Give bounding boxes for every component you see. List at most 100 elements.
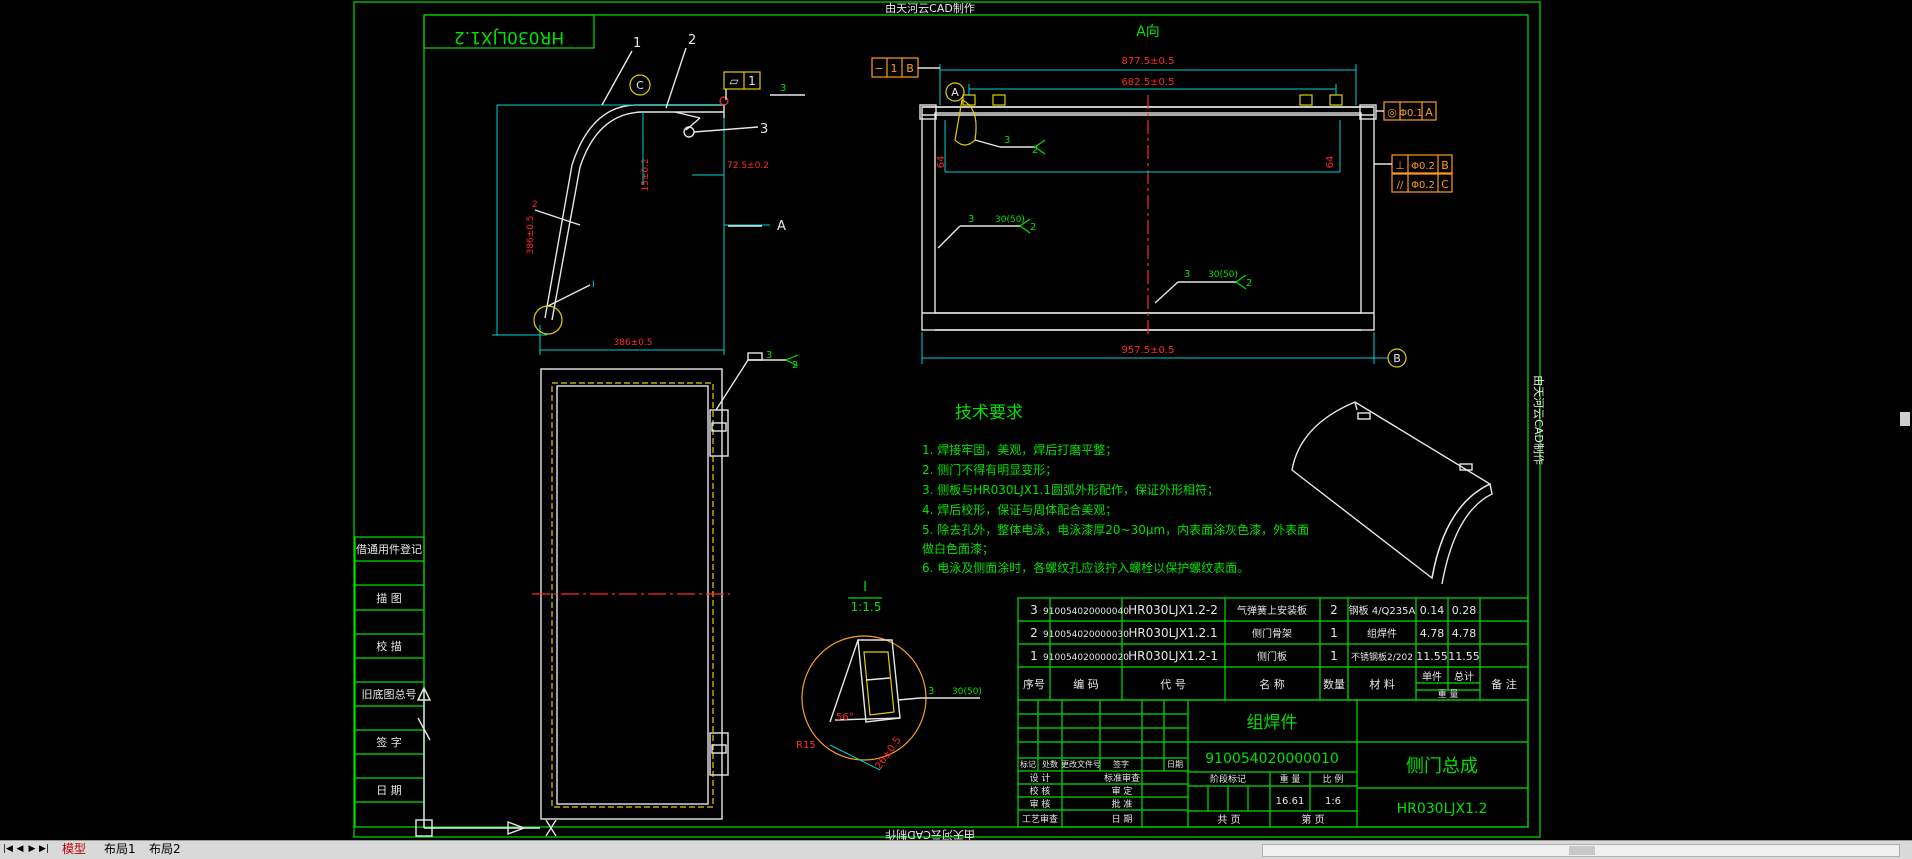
bom-r2-total: 4.78 [1452,627,1477,640]
bom-h-name: 名 称 [1259,677,1285,691]
strip-label-2: 描 图 [376,591,402,605]
rev-date: 日期 [1167,760,1183,769]
bom-r1-qty: 2 [1330,603,1338,617]
tab-first-icon[interactable]: |◀ [3,844,13,854]
bom-r1-unit: 0.14 [1420,604,1445,617]
weld-sym-a2: 3 [968,214,974,225]
bom-r1-code: 910054020000040 [1043,607,1129,617]
title-weight: 16.61 [1276,796,1305,807]
part-balloon-1: 1 [633,36,641,51]
watermark-top: 由天河云CAD制作 [885,1,975,15]
perp-value: Φ0.2 [1411,161,1435,172]
tech-req-item-5: 5. 除去孔外，整体电泳，电泳漆厚20~30μm，内表面涂灰色漆，外表面 [922,522,1309,537]
weld-len-a2: 30(50) [995,215,1025,225]
detail-label: I [863,580,867,595]
bom-r1-total: 0.28 [1452,604,1477,617]
tab-model[interactable]: 模型 [62,842,87,856]
role-approve-a: 审 定 [1112,785,1133,797]
tech-req-item-4: 4. 焊后校形，保证与周体配合美观； [922,502,1117,517]
datum-b-balloon: B [1393,352,1401,365]
title-stage-label: 阶段标记 [1210,773,1246,785]
bom-r3-no: 1 [1030,649,1038,663]
datum-a-balloon: A [951,86,959,99]
bom-h-remark: 备 注 [1491,677,1517,691]
tech-req-item-3: 3. 侧板与HR030LJX1.1圆弧外形配作，保证外形相符； [922,482,1219,497]
perp-symbol: ⊥ [1395,159,1405,172]
detail-balloon-leader: I [592,280,595,290]
bom-r2-code: 910054020000030 [1043,630,1129,640]
flatness-value: 1 [748,74,756,88]
bom-r3-total: 11.55 [1448,650,1480,663]
dim-15: 15±0.2 [641,158,651,191]
horizontal-scroll-thumb[interactable] [1569,846,1595,855]
title-part-name: 侧门总成 [1406,756,1478,777]
tab-prev-icon[interactable]: ◀ [16,844,24,854]
strip-label-6: 日 期 [376,784,402,797]
weld-sym-a3: 3 [1184,269,1190,280]
isometric-view [1291,401,1493,585]
left-strip: 借通用件登记 描 图 校 描 旧底图总号 签 字 日 期 [354,536,425,828]
bom-r2-name: 侧门骨架 [1252,627,1292,640]
bom-r3-qty: 1 [1330,649,1338,663]
bom-r2-material: 组焊件 [1367,627,1397,640]
dim-angle-56: 56° [836,712,854,723]
svg-text:2: 2 [1030,222,1036,233]
horizontal-scrollbar[interactable] [1262,844,1900,857]
tab-next-icon[interactable]: ▶ [28,844,36,854]
straightness-value: 1 [891,62,898,75]
tech-req-title: 技术要求 [955,403,1023,423]
tab-layout1[interactable]: 布局1 [104,842,136,856]
rev-mark: 标记 [1020,759,1036,769]
bom-h-material: 材 料 [1369,677,1395,691]
tech-req-item-6: 6. 电泳及侧面涂时，各螺纹孔应该拧入螺栓以保护螺纹表面。 [922,560,1249,575]
vertical-scrollbar[interactable] [1898,0,1912,840]
bom-table: 3 910054020000040 HR030LJX1.2-2 气弹簧上安装板 … [1017,597,1529,701]
role-review: 审 核 [1030,798,1051,810]
bom-r3-material: 不锈钢板2/202 [1351,651,1413,663]
outer-frame [353,1,1541,838]
ucs-icon [415,686,557,837]
concentric-value: Φ0.1 [1399,108,1423,119]
title-sheet: 第 页 [1301,813,1324,826]
bom-r2-drawing: HR030LJX1.2.1 [1128,626,1217,640]
front-view: 3 2 [532,350,798,820]
dim-682: 682.5±0.5 [1122,77,1175,88]
concentric-datum: A [1425,106,1433,119]
technical-requirements: 技术要求 1. 焊接牢固，美观，焊后打磨平整； 2. 侧门不得有明显变形； 3.… [922,403,1309,575]
title-kind: 组焊件 [1247,713,1298,733]
strip-label-4: 旧底图总号 [362,687,417,701]
layout-tab-bar: |◀ ◀ ▶ ▶| 模型 布局1 布局2 [0,840,1912,859]
detail-scale: 1:1.5 [851,600,882,614]
weld-len-detail: 30(50) [952,687,982,697]
watermark-side: 由天河云CAD制作 [1532,375,1546,465]
title-scale-label: 比 例 [1323,773,1344,785]
title-drawing-no: HR030LJX1.2 [1397,801,1488,817]
svg-text:−: − [874,62,883,75]
bom-r2-no: 2 [1030,626,1038,640]
dim-r15: R15 [796,740,816,751]
part-balloon-3: 3 [760,122,768,137]
code-box-text: HR030LJX1.2 [454,27,564,47]
strip-label-1: 借通用件登记 [356,542,422,556]
tab-last-icon[interactable]: ▶| [39,844,49,854]
dim-r-small: 2 [532,200,538,210]
title-weight-label: 重 量 [1280,773,1301,785]
bom-r1-drawing: HR030LJX1.2-2 [1128,603,1218,617]
bom-r3-name: 侧门板 [1257,650,1287,663]
part-balloon-2: 2 [688,33,696,48]
dim-386-horizontal: 386±0.5 [613,338,652,348]
tech-req-item-5b: 做白色面漆； [922,541,994,556]
bom-r1-name: 气弹簧上安装板 [1237,604,1307,617]
inner-frame [423,14,1529,828]
svg-text:2: 2 [1032,145,1038,156]
bom-r3-code: 910054020000020 [1043,653,1129,663]
bom-h-single: 单件 [1422,671,1442,683]
straightness-datum: B [906,62,914,75]
perp-datum: B [1441,159,1449,172]
tab-layout2[interactable]: 布局2 [149,842,181,856]
weld-sym-a1: 3 [1004,135,1010,146]
title-part-code: 910054020000010 [1205,751,1339,767]
vertical-scroll-thumb[interactable] [1900,412,1910,426]
bom-r1-material: 钢板 4/Q235A [1349,604,1416,617]
